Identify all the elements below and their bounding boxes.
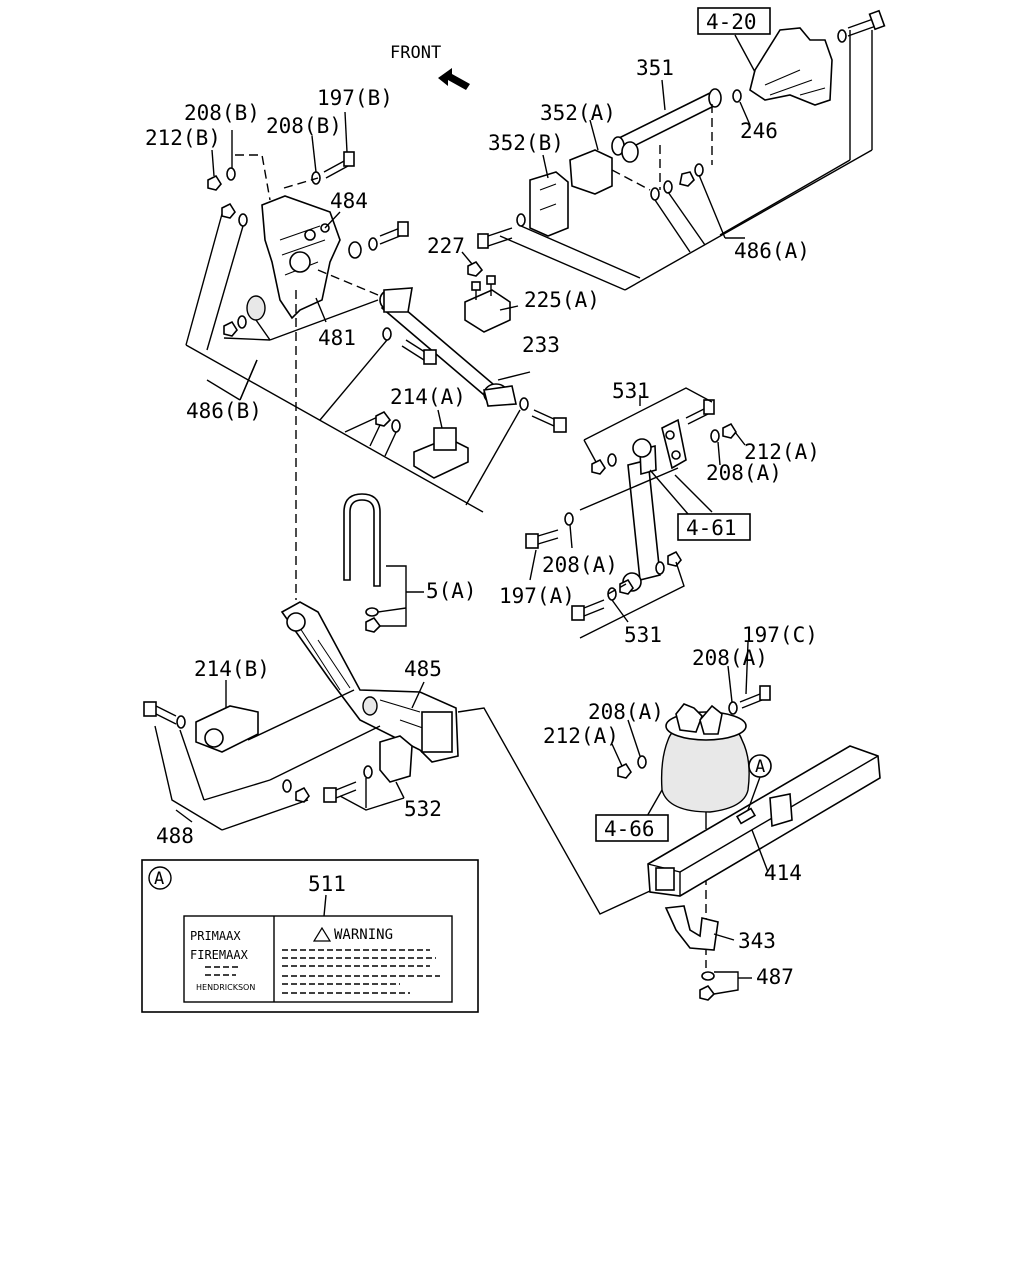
callout-208b-2: 208(B)	[266, 114, 342, 138]
callout-486b: 486(B)	[186, 399, 262, 423]
ref-box-4-66: 4-66	[595, 814, 669, 842]
callout-531-bot: 531	[624, 623, 662, 647]
air-spring-assembly	[611, 641, 881, 1001]
callout-484: 484	[330, 189, 368, 213]
leader-lines-top-left	[185, 111, 484, 600]
callout-414: 414	[764, 861, 802, 885]
bolt	[323, 151, 355, 179]
callout-208a-r2: 208(A)	[588, 700, 664, 724]
ref-box-4-61: 4-61	[677, 513, 751, 541]
callout-214b: 214(B)	[194, 657, 270, 681]
callout-233: 233	[522, 333, 560, 357]
cross-beam	[647, 745, 881, 897]
callout-481: 481	[318, 326, 356, 350]
bolt	[739, 685, 771, 709]
cross-member-assembly	[477, 9, 886, 249]
leader-lines-shock	[529, 387, 746, 639]
torque-rod	[319, 287, 567, 506]
bolt	[531, 409, 567, 433]
washer	[837, 29, 847, 43]
callout-208a-top: 208(A)	[706, 461, 782, 485]
bump-stop	[379, 735, 413, 783]
callout-5a: 5(A)	[426, 579, 477, 603]
callout-488: 488	[156, 824, 194, 848]
bolt	[401, 339, 437, 365]
shock-bracket	[661, 418, 687, 470]
ref-4-66: 4-66	[604, 817, 655, 841]
bolt	[571, 599, 605, 621]
callout-labels: 197(B) 208(B) 208(B) 212(B) 484 481 486(…	[145, 56, 820, 989]
callout-487: 487	[756, 965, 794, 989]
trailing-arm-assembly	[143, 601, 459, 803]
callout-212a-r: 212(A)	[543, 724, 619, 748]
bolt	[143, 701, 177, 725]
callout-225a: 225(A)	[524, 288, 600, 312]
u-bolt-pad	[461, 251, 519, 333]
callout-351: 351	[636, 56, 674, 80]
inset-part-number: 511	[308, 872, 346, 896]
bushing	[246, 295, 266, 321]
callout-212a-top: 212(A)	[744, 440, 820, 464]
callout-212b: 212(B)	[145, 126, 221, 150]
callout-352b: 352(B)	[488, 131, 564, 155]
brand-primaax: PRIMAAX	[190, 929, 241, 943]
callout-227: 227	[427, 234, 465, 258]
bolt	[379, 221, 409, 245]
warning-triangle-icon	[312, 926, 332, 942]
inset-label-detail: A 511 PRIMAAX FIREMAAX HENDRICKSON WARNI…	[141, 859, 479, 1013]
bracket-352b	[529, 171, 569, 237]
bolt	[847, 9, 886, 37]
bolt	[477, 227, 513, 249]
mounting-bracket	[664, 905, 719, 951]
ref-4-20: 4-20	[706, 10, 757, 34]
callout-531-top: 531	[612, 379, 650, 403]
callout-214a: 214(A)	[390, 385, 466, 409]
warning-label	[183, 915, 453, 1003]
bracket-352a	[569, 149, 613, 195]
ref-4-61: 4-61	[686, 516, 737, 540]
warning-heading: WARNING	[334, 927, 393, 943]
callout-detail-a: A	[755, 757, 765, 777]
inset-marker: A	[154, 869, 164, 889]
front-label: FRONT	[390, 43, 441, 63]
washer	[732, 89, 742, 103]
callout-352a: 352(A)	[540, 101, 616, 125]
front-arrow-icon	[438, 68, 470, 90]
callout-532: 532	[404, 797, 442, 821]
bolt	[685, 399, 715, 425]
trailing-arm	[280, 601, 459, 763]
bolt	[323, 781, 357, 803]
frame-bracket	[749, 27, 833, 106]
spring-seat-a	[375, 409, 469, 479]
ref-box-4-20: 4-20	[697, 7, 771, 35]
bolt	[525, 529, 559, 549]
callout-208b-1: 208(B)	[184, 101, 260, 125]
callout-485: 485	[404, 657, 442, 681]
callout-197c: 197(C)	[742, 623, 818, 647]
callout-246: 246	[740, 119, 778, 143]
brand-firemaax: FIREMAAX	[190, 948, 249, 962]
callout-208a-mid: 208(A)	[542, 553, 618, 577]
leader-lines-top-right	[499, 30, 873, 291]
brand-hendrickson: HENDRICKSON	[196, 983, 255, 992]
callout-197a: 197(A)	[499, 584, 575, 608]
callout-343: 343	[738, 929, 776, 953]
nut	[467, 260, 484, 277]
callout-486a: 486(A)	[734, 239, 810, 263]
front-indicator: FRONT	[390, 43, 470, 90]
callout-208a-r1: 208(A)	[692, 646, 768, 670]
callout-197b: 197(B)	[317, 86, 393, 110]
u-bolt	[343, 493, 424, 633]
spring-seat-b	[195, 705, 259, 753]
shock-absorber-assembly	[525, 399, 737, 621]
